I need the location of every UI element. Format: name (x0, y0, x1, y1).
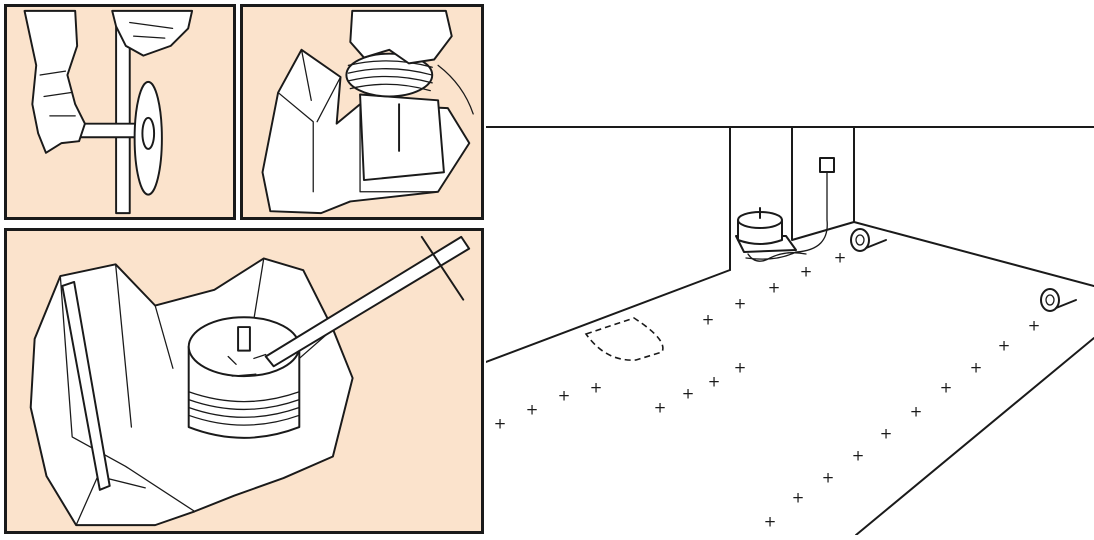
tape-roll-right (1040, 288, 1060, 312)
wall-socket (819, 157, 835, 173)
svg-text:+: + (708, 373, 721, 391)
svg-text:+: + (734, 295, 747, 313)
right-hand (111, 9, 194, 57)
svg-text:+: + (526, 401, 539, 419)
svg-text:+: + (590, 379, 603, 397)
socket-cable (745, 171, 828, 260)
svg-text:+: + (494, 415, 507, 433)
svg-text:+: + (970, 359, 983, 377)
svg-text:+: + (682, 385, 695, 403)
svg-text:+: + (800, 263, 813, 281)
reel-body (359, 93, 445, 182)
svg-text:+: + (910, 403, 923, 421)
illustration-panel-winding-cable (240, 4, 484, 220)
reel-spindle (237, 326, 251, 352)
svg-text:+: + (764, 513, 777, 531)
svg-text:+: + (880, 425, 893, 443)
left-hand (23, 9, 86, 154)
reel-on-box-drawing (7, 231, 481, 531)
axle-rod (61, 281, 111, 491)
illustration-panel-reel-stand (4, 4, 236, 220)
room-floor-scene: + + + + + + + + + + + + + + + + + + + + … (485, 0, 1094, 536)
svg-text:+: + (834, 249, 847, 267)
axle-post (115, 25, 131, 215)
svg-text:+: + (792, 489, 805, 507)
svg-text:+: + (558, 387, 571, 405)
svg-text:+: + (702, 311, 715, 329)
svg-text:+: + (852, 447, 865, 465)
floor-cross-markers: + + + + + + + + + + + + + + + + + + + + … (494, 249, 1041, 531)
illustration-panel-reel-on-box (4, 228, 484, 534)
svg-text:+: + (1028, 317, 1041, 335)
reel-hub (141, 116, 156, 150)
tape-roll-near-wall (850, 228, 870, 252)
floor-left-edge (485, 269, 731, 363)
dashed-footprint-outline (584, 317, 664, 361)
svg-text:+: + (654, 399, 667, 417)
floor-right-edge (853, 221, 1094, 287)
reel-stand-drawing (7, 7, 233, 217)
floor-front-edge (855, 337, 1094, 536)
winding-cable-drawing (243, 7, 481, 217)
svg-text:+: + (734, 359, 747, 377)
wall-corner (729, 126, 855, 271)
svg-text:+: + (940, 379, 953, 397)
room-floor-drawing: + + + + + + + + + + + + + + + + + + + + … (485, 0, 1094, 536)
svg-text:+: + (822, 469, 835, 487)
long-pole (264, 235, 471, 368)
hands (349, 9, 453, 65)
svg-text:+: + (768, 279, 781, 297)
svg-text:+: + (998, 337, 1011, 355)
